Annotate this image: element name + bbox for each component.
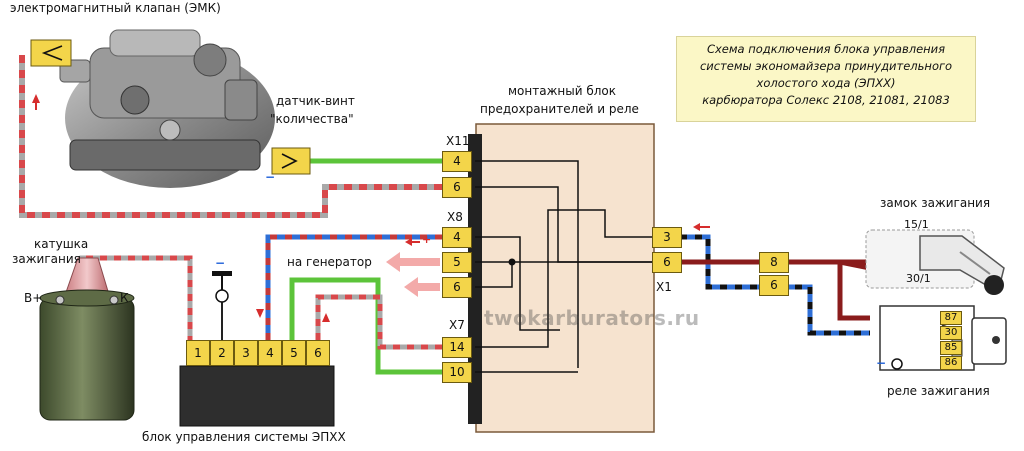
- wires: [19, 55, 892, 375]
- minus-sign-ecu: −: [215, 256, 226, 270]
- fuse-block: [468, 123, 680, 433]
- ecu-pin: 2: [210, 340, 234, 366]
- ecu-pin: 6: [306, 340, 330, 366]
- sensor-connector: [271, 147, 311, 175]
- coil-k-label: К: [120, 291, 129, 305]
- connector-x8-label: X8: [447, 210, 463, 224]
- connector-x7-label: X7: [449, 318, 465, 332]
- emk-connector: [30, 39, 72, 67]
- fuse-block-label-line1: монтажный блок: [508, 84, 616, 98]
- x1-pin: 3: [652, 227, 682, 248]
- title-line-1: Схема подключения блока управления: [706, 42, 946, 56]
- lock-terminal-15: 15/1: [904, 218, 929, 231]
- x8-pin: 5: [442, 252, 472, 273]
- sensor-label-line1: датчик-винт: [276, 94, 355, 108]
- ecu-body: [179, 271, 335, 427]
- relay-pin: 87: [940, 311, 962, 325]
- plus-sign-x8: +: [422, 233, 432, 246]
- diagram-title-box: Схема подключения блока управления систе…: [676, 36, 976, 122]
- coil-label-line2: зажигания: [12, 252, 81, 266]
- x11-pin: 4: [442, 151, 472, 172]
- x1-pin: 6: [652, 252, 682, 273]
- x11-pin: 6: [442, 177, 472, 198]
- ignition-lock-illustration: [865, 229, 1005, 295]
- x8-pin: 6: [442, 277, 472, 298]
- ecu-pin: 3: [234, 340, 258, 366]
- carburetor-illustration: [59, 29, 275, 188]
- minus-sign-relay: −: [876, 356, 887, 370]
- sensor-label-line2: "количества": [270, 112, 354, 126]
- title-line-4: карбюратора Солекс 2108, 21081, 21083: [702, 93, 950, 107]
- title-line-2: системы экономайзера принудительного: [699, 59, 953, 73]
- ignition-coil-illustration: [39, 257, 135, 421]
- ecu-pin: 5: [282, 340, 306, 366]
- ecu-pin: 1: [186, 340, 210, 366]
- lock-terminal-30: 30/1: [906, 272, 931, 285]
- minus-sign-sensor: −: [265, 170, 276, 184]
- x7-pin: 14: [442, 337, 472, 358]
- generator-arrows: [386, 252, 440, 297]
- to-generator-label: на генератор: [287, 255, 372, 269]
- connector-x11-label: X11: [446, 134, 470, 148]
- coil-label-line1: катушка: [34, 237, 89, 251]
- mid-connector-pin: 8: [759, 252, 789, 273]
- ecu-label: блок управления системы ЭПХХ: [142, 430, 346, 444]
- title-line-3: холостого хода (ЭПХХ): [756, 76, 896, 90]
- relay-pin: 30: [940, 326, 962, 340]
- ignition-lock-label: замок зажигания: [880, 196, 991, 210]
- mid-connector-pin: 6: [759, 275, 789, 296]
- coil-bplus-label: В+: [24, 291, 43, 305]
- emk-label: электромагнитный клапан (ЭМК): [10, 1, 221, 15]
- watermark: twokarburators.ru: [484, 306, 700, 330]
- fuse-block-label-line2: предохранителей и реле: [480, 102, 639, 116]
- x8-pin: 4: [442, 227, 472, 248]
- relay-pin: 86: [940, 356, 962, 370]
- ecu-pin: 4: [258, 340, 282, 366]
- relay-pin: 85: [940, 341, 962, 355]
- x7-pin: 10: [442, 362, 472, 383]
- ignition-relay-label: реле зажигания: [887, 384, 990, 398]
- relay-ground-icon: [891, 358, 903, 370]
- connector-x1-label: X1: [656, 280, 672, 294]
